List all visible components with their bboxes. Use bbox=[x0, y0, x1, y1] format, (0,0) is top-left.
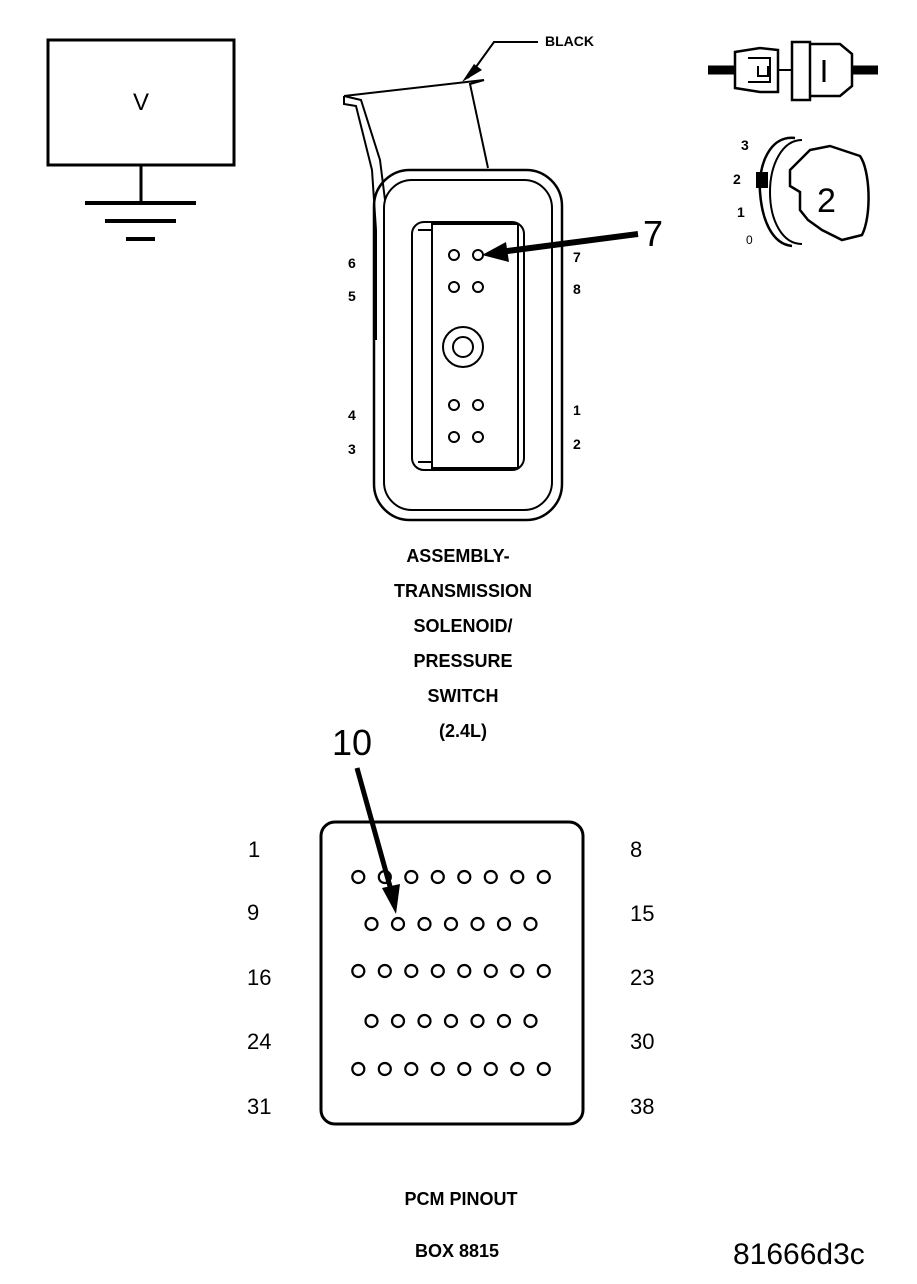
connector-pin bbox=[448, 249, 460, 261]
pcm-pin bbox=[443, 916, 459, 932]
pcm-pin bbox=[351, 1061, 366, 1077]
pcm-pin bbox=[443, 1013, 459, 1029]
solenoid-connector: 6 5 4 3 7 8 1 2 bbox=[343, 79, 581, 522]
pcm-pin bbox=[457, 1061, 472, 1077]
connector-pin bbox=[472, 249, 484, 261]
pcm-pin-grid bbox=[351, 869, 551, 1077]
pcm-pin bbox=[523, 916, 538, 932]
pcm-row-end: 8 bbox=[630, 837, 642, 862]
pin-label-right: 8 bbox=[573, 281, 581, 297]
callout-arrow-10: 10 bbox=[332, 722, 400, 914]
wire-label-callout: BLACK bbox=[462, 33, 594, 82]
pcm-row-start: 9 bbox=[247, 900, 259, 925]
pcm-pin bbox=[483, 869, 498, 885]
pin-label-right: 1 bbox=[573, 402, 581, 418]
ignition-position: 3 bbox=[741, 137, 749, 153]
pin-label-right: 7 bbox=[573, 249, 581, 265]
connector-title-line: SOLENOID/ bbox=[413, 616, 512, 636]
pcm-pin bbox=[351, 869, 366, 885]
connector-pin bbox=[472, 399, 484, 411]
ground-icon bbox=[85, 165, 196, 241]
ignition-position: 1 bbox=[737, 204, 745, 220]
wire-label: BLACK bbox=[545, 33, 594, 49]
pcm-pin bbox=[496, 1013, 512, 1029]
pcm-pin bbox=[536, 963, 551, 979]
pcm-pin bbox=[390, 1013, 406, 1029]
pcm-pin bbox=[430, 869, 445, 885]
figure-id: 81666d3c bbox=[733, 1238, 865, 1271]
connector-title: ASSEMBLY- TRANSMISSION SOLENOID/ PRESSUR… bbox=[394, 546, 532, 741]
pcm-pin bbox=[510, 869, 525, 885]
connector-title-line: SWITCH bbox=[428, 686, 499, 706]
pcm-pin bbox=[536, 869, 551, 885]
pcm-connector: 1 9 16 24 31 8 15 23 30 38 bbox=[247, 820, 654, 1126]
pcm-row-end: 15 bbox=[630, 901, 654, 926]
pcm-pin bbox=[523, 1013, 538, 1029]
callout-7: 7 bbox=[643, 213, 663, 254]
pcm-row-start: 1 bbox=[248, 837, 260, 862]
voltmeter-symbol: V bbox=[133, 89, 149, 116]
connector-title-line: (2.4L) bbox=[439, 721, 487, 741]
connector-title-line: PRESSURE bbox=[413, 651, 512, 671]
ignition-key-icon: 3 2 1 0 2 bbox=[733, 136, 870, 248]
ignition-selected: 2 bbox=[817, 182, 836, 220]
pcm-pin bbox=[364, 1013, 379, 1029]
connector-pin bbox=[472, 431, 484, 443]
pcm-pin bbox=[364, 916, 379, 932]
callout-10: 10 bbox=[332, 722, 372, 763]
pcm-row-end: 38 bbox=[630, 1094, 654, 1119]
ignition-position: 0 bbox=[746, 233, 753, 247]
pin-label-left: 4 bbox=[348, 407, 356, 423]
connector-pin bbox=[448, 399, 460, 411]
pcm-pin bbox=[377, 1061, 392, 1077]
pin-label-left: 3 bbox=[348, 441, 356, 457]
connector-pin bbox=[472, 281, 484, 293]
pcm-title: PCM PINOUT BOX 8815 bbox=[404, 1189, 517, 1261]
pcm-pin bbox=[510, 963, 525, 979]
pcm-row-start: 16 bbox=[247, 965, 271, 990]
connector-title-line: TRANSMISSION bbox=[394, 581, 532, 601]
pcm-pin bbox=[496, 916, 512, 932]
pcm-row-start: 31 bbox=[247, 1094, 271, 1119]
pcm-title-line: PCM PINOUT bbox=[404, 1189, 517, 1209]
pcm-pin bbox=[404, 963, 419, 979]
connector-center-boss bbox=[442, 326, 484, 368]
connector-pin bbox=[448, 281, 460, 293]
pcm-pin bbox=[470, 916, 485, 932]
connector-title-line: ASSEMBLY- bbox=[406, 546, 509, 566]
pcm-pin bbox=[536, 1061, 551, 1077]
pcm-row-start: 24 bbox=[247, 1029, 271, 1054]
pcm-pin bbox=[377, 963, 392, 979]
pin-label-left: 5 bbox=[348, 288, 356, 304]
pcm-row-end: 30 bbox=[630, 1029, 654, 1054]
connector-pin bbox=[448, 431, 460, 443]
callout-arrow-7: 7 bbox=[482, 213, 663, 262]
pcm-pin bbox=[390, 916, 406, 932]
ignition-position: 2 bbox=[733, 171, 741, 187]
pcm-pin bbox=[430, 963, 445, 979]
voltmeter: V bbox=[46, 38, 236, 167]
pcm-pin bbox=[457, 963, 472, 979]
pcm-pin bbox=[404, 869, 419, 885]
pin-label-right: 2 bbox=[573, 436, 581, 452]
pin-label-left: 6 bbox=[348, 255, 356, 271]
pcm-title-line: BOX 8815 bbox=[415, 1241, 499, 1261]
pcm-pin bbox=[470, 1013, 485, 1029]
pcm-pin bbox=[483, 963, 498, 979]
pcm-pin bbox=[457, 869, 472, 885]
pcm-pin bbox=[417, 916, 432, 932]
pcm-pin bbox=[483, 1061, 498, 1077]
pcm-row-end: 23 bbox=[630, 965, 654, 990]
pcm-pin bbox=[430, 1061, 445, 1077]
pcm-pin bbox=[510, 1061, 525, 1077]
pcm-pin bbox=[351, 963, 366, 979]
disconnected-connector-icon bbox=[708, 40, 878, 102]
pcm-pin bbox=[404, 1061, 419, 1077]
pcm-pin bbox=[417, 1013, 432, 1029]
